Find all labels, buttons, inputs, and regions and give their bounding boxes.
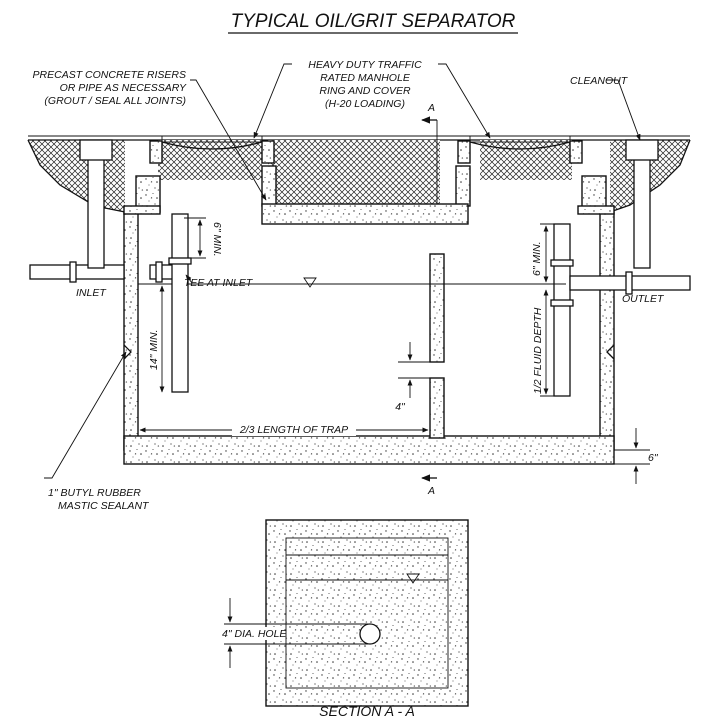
dim-six-min-right — [540, 223, 566, 285]
top-slab-fill — [268, 140, 440, 204]
leader-tee-inlet — [185, 274, 193, 284]
section-mark-bottom-label: A — [427, 485, 435, 497]
risers-label-1: PRECAST CONCRETE RISERS — [33, 69, 186, 81]
manhole-right — [457, 135, 583, 164]
section-a-a — [224, 519, 469, 707]
vault-inner-outline — [137, 214, 601, 437]
leader-cleanout — [606, 79, 641, 141]
section-mark-bottom: A — [421, 474, 437, 497]
dim-four-inch — [398, 342, 430, 398]
dim-six-inch — [614, 428, 650, 484]
outlet-label: OUTLET — [622, 293, 665, 305]
top-slab-fill-right — [480, 140, 572, 180]
manhole-label-2: RATED MANHOLE — [320, 72, 411, 84]
sealant-label-1: 1" BUTYL RUBBER — [48, 487, 141, 499]
dim-half-fluid — [540, 289, 566, 397]
section-mark-top: A — [421, 102, 437, 124]
fourteen-min-label: 14" MIN. — [148, 330, 160, 371]
manhole-left — [149, 135, 275, 164]
section-water-level-symbol — [406, 573, 420, 584]
half-fluid-depth-label: 1/2 FLUID DEPTH — [532, 307, 544, 394]
risers-label-2: OR PIPE AS NECESSARY — [60, 82, 187, 94]
inlet-label: INLET — [76, 287, 107, 299]
sealant-notch-right — [606, 344, 615, 360]
dia-hole-label: 4" DIA. HOLE — [222, 628, 287, 640]
two-thirds-label: 2/3 LENGTH OF TRAP — [239, 424, 348, 436]
section-hole — [359, 623, 381, 645]
sealant-notch-left — [123, 344, 132, 360]
risers-label-3: (GROUT / SEAL ALL JOINTS) — [44, 95, 186, 107]
dim-six-min-left — [184, 217, 206, 259]
baffle-lower — [429, 377, 445, 439]
dia-hole-label-bg — [220, 627, 284, 640]
leader-manhole-left — [253, 63, 292, 139]
leader-sealant — [44, 351, 127, 479]
cleanout-right — [625, 139, 659, 269]
four-inch-label: 4" — [395, 401, 406, 413]
leader-manhole-right — [438, 63, 491, 139]
two-thirds-label-bg — [232, 422, 356, 436]
manhole-label-3: RING AND COVER — [319, 85, 411, 97]
sealant-label-2: MASTIC SEALANT — [58, 500, 150, 512]
section-mark-top-label: A — [427, 102, 435, 114]
manhole-label-1: HEAVY DUTY TRAFFIC — [308, 59, 422, 71]
tee-at-inlet-label: TEE AT INLET — [184, 277, 254, 289]
manhole-label-4: (H-20 LOADING) — [325, 98, 405, 110]
six-min-left-label: 6" MIN. — [211, 222, 223, 257]
drawing-title: TYPICAL OIL/GRIT SEPARATOR — [231, 11, 516, 32]
section-title: SECTION A - A — [319, 703, 415, 718]
section-inner — [285, 537, 449, 689]
inlet-pipe — [29, 213, 192, 393]
cleanout-label: CLEANOUT — [570, 75, 629, 87]
six-inch-label: 6" — [648, 452, 659, 464]
baffle-upper — [429, 253, 445, 363]
water-level-symbol — [303, 277, 317, 288]
cleanout-left — [79, 139, 113, 269]
six-min-right-label: 6" MIN. — [531, 241, 543, 276]
leader-risers — [190, 79, 267, 201]
outlet-pipe — [550, 223, 691, 397]
